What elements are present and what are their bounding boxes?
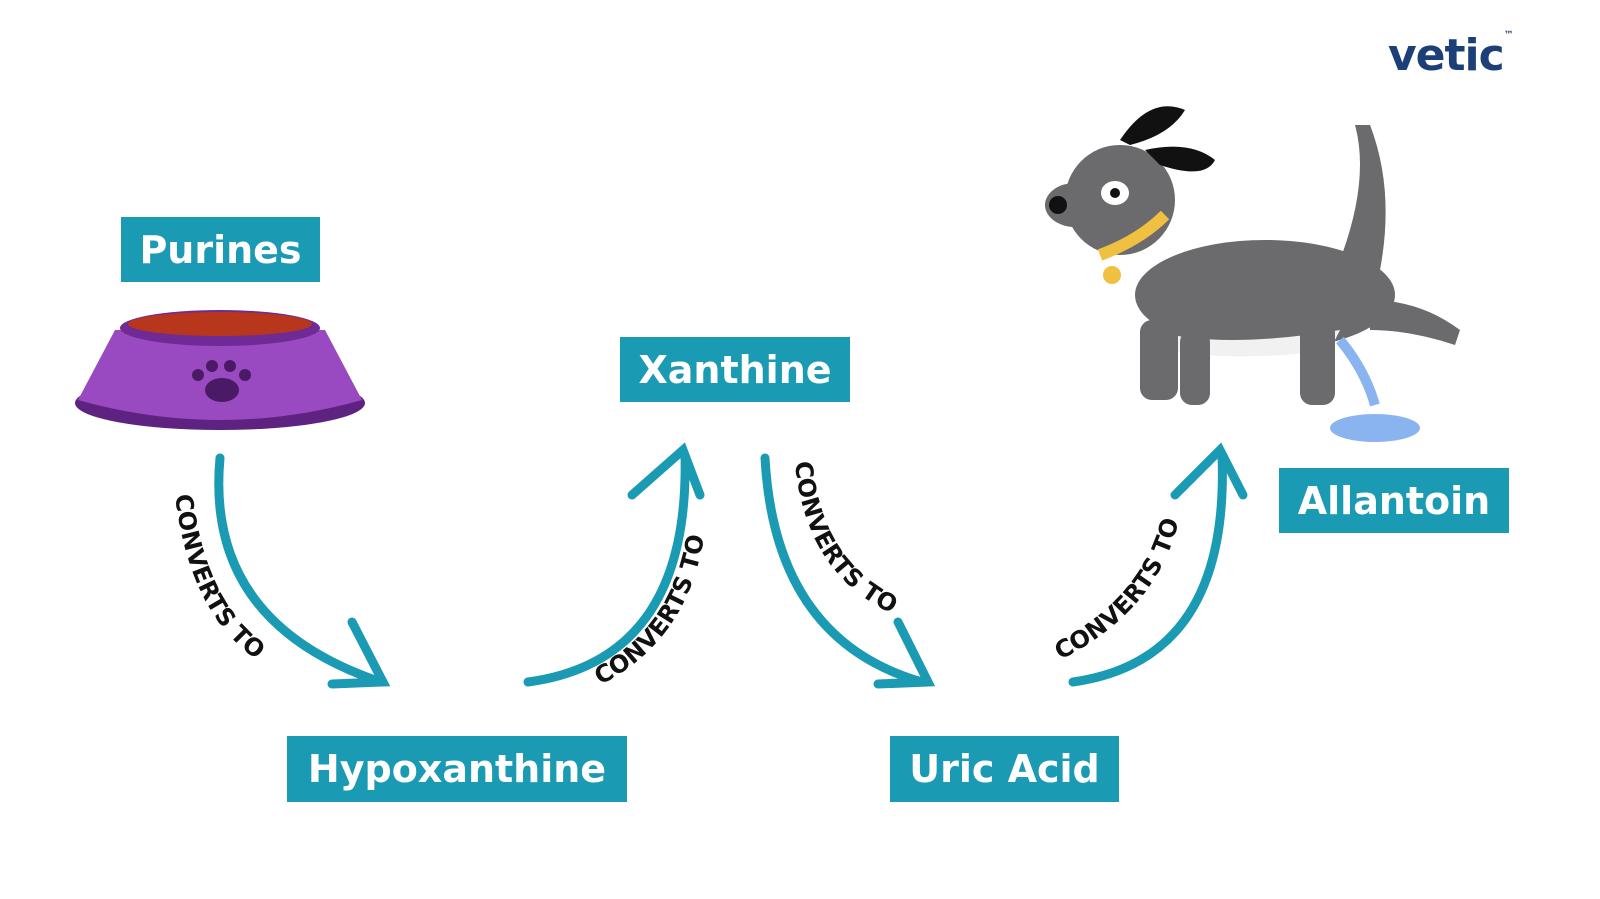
vetic-logo: vetic™ xyxy=(1388,30,1514,81)
step-hypoxanthine: Hypoxanthine xyxy=(287,736,627,802)
arrow-3-head xyxy=(873,617,936,689)
step-xanthine: Xanthine xyxy=(620,337,850,402)
logo-text: vetic xyxy=(1388,30,1505,81)
arrow-3 xyxy=(760,453,927,687)
trademark: ™ xyxy=(1503,30,1514,41)
dog-illustration xyxy=(1045,106,1460,442)
food-bowl-illustration xyxy=(75,310,365,430)
arrow-4-head xyxy=(1170,442,1248,500)
arrow-1-head xyxy=(327,617,391,689)
step-purines: Purines xyxy=(121,217,320,282)
step-allantoin: Allantoin xyxy=(1279,468,1509,533)
paw-print-icon xyxy=(192,360,251,402)
arrow-4 xyxy=(1068,450,1227,687)
step-uric-acid: Uric Acid xyxy=(890,736,1119,802)
arrow-2 xyxy=(523,450,690,687)
arrow-1 xyxy=(214,453,380,685)
arrow-2-head xyxy=(627,442,705,500)
